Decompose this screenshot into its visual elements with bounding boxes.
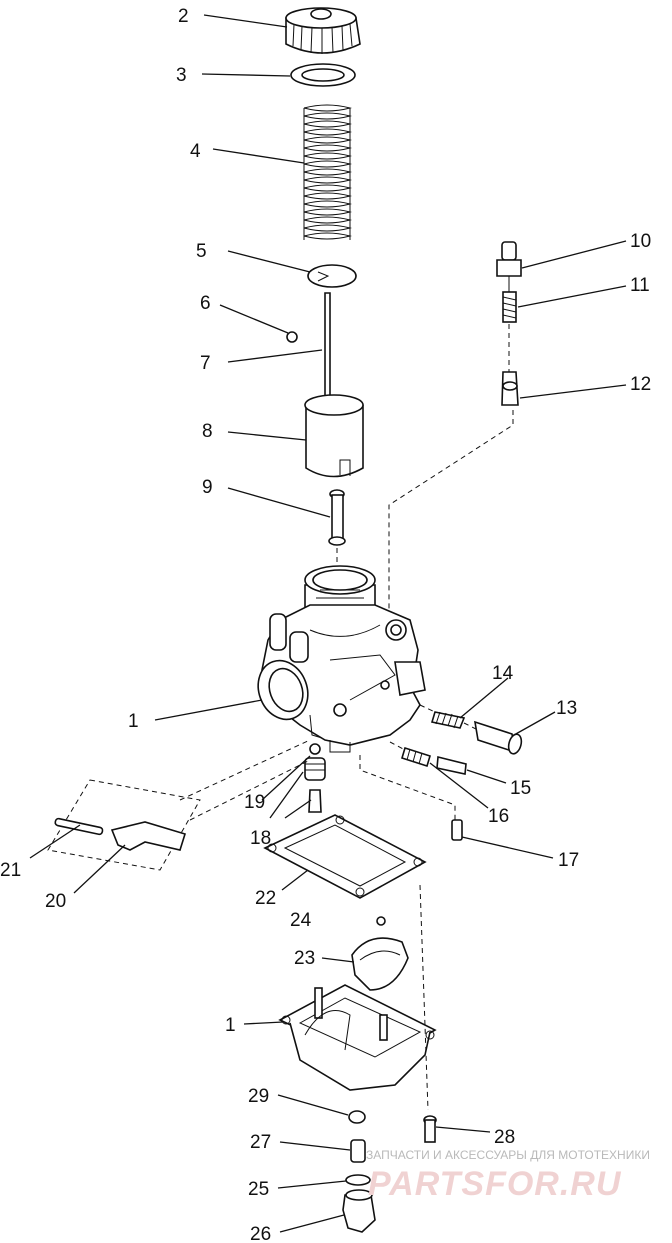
watermark-caption: ЗАПЧАСТИ И АКСЕССУАРЫ ДЛЯ МОТОТЕХНИКИ — [366, 1148, 650, 1162]
callout-10: 10 — [630, 231, 651, 252]
callout-4: 4 — [190, 141, 201, 162]
watermark: ЗАПЧАСТИ И АКСЕССУАРЫ ДЛЯ МОТОТЕХНИКИ PA… — [366, 1148, 650, 1203]
part-gasket-ring — [290, 63, 356, 87]
leader-bowl-screw-path — [419, 884, 429, 1111]
callout-24: 24 — [290, 910, 312, 931]
part-main-jet — [304, 743, 326, 813]
callout-1-bottom: 1 — [225, 1015, 236, 1036]
callout-16: 16 — [488, 806, 509, 827]
part-throttle-stop-screw — [419, 704, 523, 755]
callout-28: 28 — [494, 1127, 515, 1148]
part-retainer-plate — [307, 264, 357, 288]
callout-18: 18 — [250, 828, 271, 849]
callout-labels: 2 3 4 5 6 7 8 9 10 11 12 1 14 13 15 16 1… — [0, 6, 651, 1243]
callout-23: 23 — [294, 948, 315, 969]
callout-5: 5 — [196, 241, 207, 262]
callout-27: 27 — [250, 1132, 271, 1153]
callout-2: 2 — [178, 6, 189, 27]
callout-17: 17 — [558, 850, 579, 871]
part-throttle-slide — [304, 394, 364, 478]
part-float-bowl — [278, 984, 437, 1091]
part-top-cap — [285, 7, 361, 54]
leader-lines — [29, 14, 627, 1233]
callout-25: 25 — [248, 1179, 269, 1200]
callout-21: 21 — [0, 860, 21, 881]
leader-pilot-path — [388, 410, 514, 625]
callout-8: 8 — [202, 421, 213, 442]
part-float — [351, 916, 409, 991]
callout-20: 20 — [45, 891, 66, 912]
callout-14: 14 — [492, 663, 514, 684]
part-drain-plug-stack — [342, 1110, 376, 1233]
part-needle-jet — [328, 489, 346, 572]
part-jet-needle — [324, 292, 331, 409]
callout-6: 6 — [200, 293, 211, 314]
callout-15: 15 — [510, 778, 531, 799]
callout-22: 22 — [255, 888, 276, 909]
callout-12: 12 — [630, 374, 651, 395]
part-pilot-screw-assembly — [496, 241, 522, 406]
part-bowl-screw — [423, 1115, 437, 1143]
part-clip — [286, 331, 298, 343]
callout-1-top: 1 — [128, 711, 139, 732]
callout-3: 3 — [176, 65, 187, 86]
part-bowl-gasket — [263, 814, 427, 899]
callout-7: 7 — [200, 353, 211, 374]
callout-9: 9 — [202, 477, 213, 498]
callout-26: 26 — [250, 1224, 271, 1243]
part-float-pin-bracket — [47, 739, 311, 871]
callout-19: 19 — [244, 792, 265, 813]
watermark-logo: PARTSFOR.RU — [368, 1165, 622, 1203]
part-carburetor-body — [257, 565, 426, 753]
part-air-screw — [389, 741, 467, 775]
part-spring — [303, 104, 352, 240]
callout-11: 11 — [630, 275, 650, 296]
callout-29: 29 — [248, 1086, 269, 1107]
part-drain-screw — [359, 755, 463, 841]
callout-13: 13 — [556, 698, 577, 719]
